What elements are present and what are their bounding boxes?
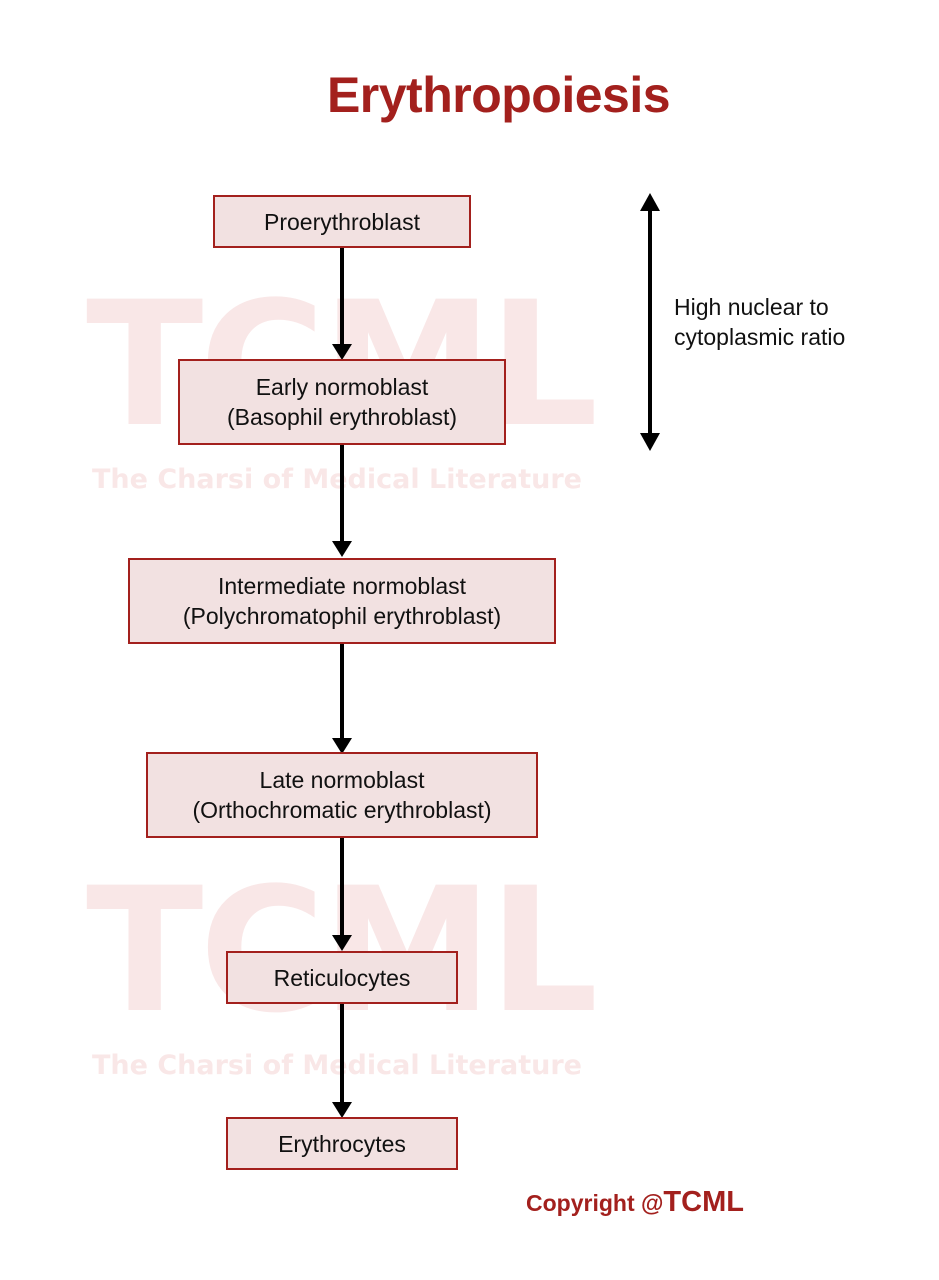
- stage-name: Intermediate normoblast: [217, 573, 466, 599]
- ratio-annotation: High nuclear to cytoplasmic ratio: [674, 292, 914, 352]
- stage-name: Late normoblast: [259, 767, 425, 793]
- stage-box-proerythroblast: Proerythroblast: [213, 195, 471, 248]
- stage-alt-name: (Basophil erythroblast): [226, 404, 458, 430]
- stage-box-late-normoblast: Late normoblast (Orthochromatic erythrob…: [146, 752, 538, 838]
- diagram-title: Erythropoiesis: [326, 67, 671, 123]
- ratio-arrowhead-up: [640, 193, 660, 211]
- stage-name: Reticulocytes: [273, 964, 411, 991]
- arrowhead-5: [332, 1102, 352, 1118]
- arrowhead-1: [332, 344, 352, 360]
- stage-name: Erythrocytes: [278, 1130, 406, 1157]
- arrowhead-2: [332, 541, 352, 557]
- stage-box-intermediate-normoblast: Intermediate normoblast (Polychromatophi…: [128, 558, 556, 644]
- ratio-arrowhead-down: [640, 433, 660, 451]
- copyright-brand: TCML: [663, 1186, 744, 1218]
- stage-alt-name: (Orthochromatic erythroblast): [192, 797, 492, 823]
- stage-box-early-normoblast: Early normoblast (Basophil erythroblast): [178, 359, 506, 445]
- stage-box-reticulocytes: Reticulocytes: [226, 951, 458, 1004]
- stage-alt-name: (Polychromatophil erythroblast): [182, 603, 502, 629]
- ratio-annotation-line-1: High nuclear to: [674, 294, 829, 320]
- arrowhead-4: [332, 935, 352, 951]
- stage-name: Proerythroblast: [264, 208, 420, 235]
- copyright-prefix: Copyright @: [526, 1190, 664, 1216]
- arrowhead-3: [332, 738, 352, 754]
- stage-name: Early normoblast: [255, 374, 429, 400]
- stage-box-erythrocytes: Erythrocytes: [226, 1117, 458, 1170]
- ratio-annotation-line-2: cytoplasmic ratio: [674, 324, 846, 350]
- copyright-notice: Copyright @TCML: [526, 1186, 744, 1219]
